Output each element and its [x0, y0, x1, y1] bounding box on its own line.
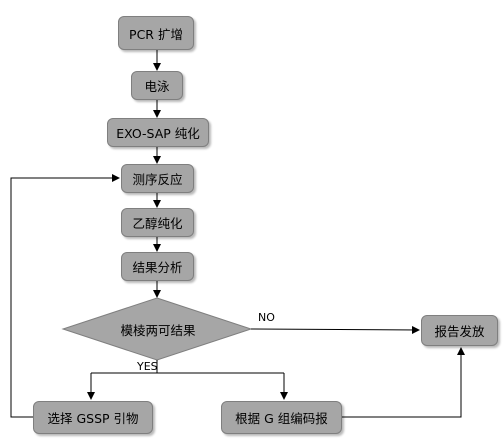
result-analysis-node: 结果分析: [121, 252, 194, 281]
no-edge-label: NO: [258, 311, 275, 324]
ethanol-purification-node: 乙醇纯化: [121, 208, 194, 237]
edge-decision-to-report-no: [250, 325, 420, 334]
pcr-amplification-label: PCR 扩增: [129, 26, 183, 42]
g-group-code-report-label: 根据 G 组编码报: [235, 411, 328, 426]
ethanol-purification-label: 乙醇纯化: [132, 216, 183, 231]
select-gssp-primer-label: 选择 GSSP 引物: [47, 411, 139, 426]
exo-sap-purification-node: EXO-SAP 纯化: [107, 118, 209, 147]
electrophoresis-node: 电泳: [131, 71, 183, 100]
ambiguous-result-label: 模棱两可结果: [120, 322, 196, 338]
report-release-label: 报告发放: [434, 324, 485, 339]
electrophoresis-label: 电泳: [144, 79, 170, 94]
sequencing-reaction-label: 测序反应: [132, 172, 183, 187]
sequencing-reaction-node: 测序反应: [121, 164, 194, 193]
result-analysis-label: 结果分析: [132, 260, 183, 275]
edge-gssp-loop-to-sequencing: [10, 174, 120, 418]
report-release-node: 报告发放: [421, 315, 498, 346]
pcr-amplification-node: PCR 扩增: [118, 16, 194, 50]
exo-sap-purification-label: EXO-SAP 纯化: [116, 126, 200, 141]
edge-g-group-to-report: [342, 347, 465, 418]
yes-edge-label: YES: [137, 360, 158, 373]
select-gssp-primer-node: 选择 GSSP 引物: [33, 401, 153, 434]
g-group-code-report-node: 根据 G 组编码报: [221, 401, 342, 434]
